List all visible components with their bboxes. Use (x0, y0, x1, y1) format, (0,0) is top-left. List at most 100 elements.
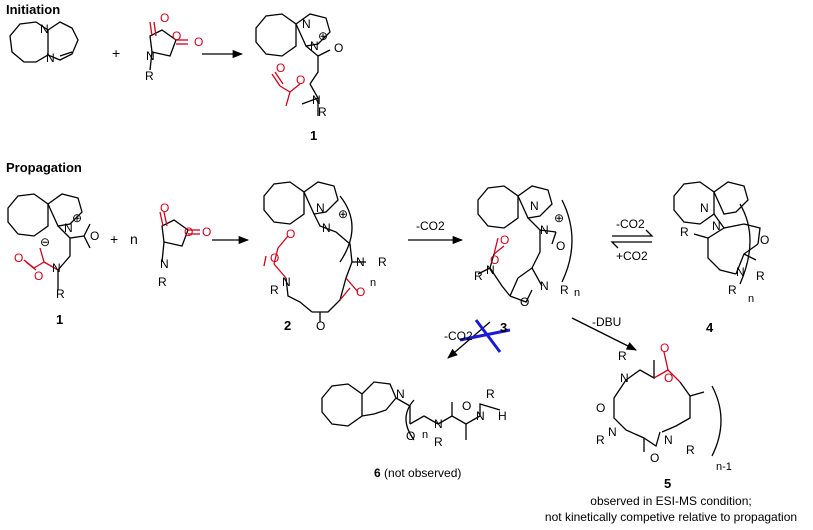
atom-r: R (145, 69, 154, 83)
atom-o: O (660, 341, 669, 355)
atom-o: O (276, 61, 285, 75)
atom-n: N (64, 221, 73, 235)
atom-n: N (608, 425, 617, 439)
atom-r: R (434, 435, 443, 449)
atom-r: R (728, 283, 737, 297)
condition-minus-co2-blocked: -CO2 (444, 329, 473, 343)
atom-n: N (530, 199, 539, 213)
atom-r: R (158, 275, 167, 289)
n-subscript: n (422, 429, 428, 441)
atom-n: N (434, 417, 443, 431)
atom-n: N (712, 219, 721, 233)
atom-r: R (318, 105, 327, 119)
atom-o: O (316, 319, 325, 333)
atom-n: N (312, 93, 321, 107)
atom-r: R (680, 225, 689, 239)
footnote-line-1: observed in ESI-MS condition; (590, 494, 752, 508)
atom-o: O (664, 371, 673, 385)
atom-n: N (736, 265, 745, 279)
equilibrium-arrows (610, 229, 654, 249)
atom-r: R (756, 269, 765, 283)
atom-o: O (462, 399, 471, 413)
atom-o: O (596, 401, 605, 415)
atom-o: O (334, 41, 343, 55)
compound-label-3: 3 (500, 320, 508, 335)
atom-n: N (310, 39, 319, 53)
atom-o: O (650, 451, 659, 465)
atom-n: N (356, 255, 365, 269)
atom-r: R (474, 269, 483, 283)
atom-o: O (270, 251, 279, 265)
footnote-line-2: not kinetically competive relative to pr… (544, 510, 798, 524)
atom-o: O (520, 295, 529, 309)
atom-o: O (286, 227, 295, 241)
compound-3 (477, 185, 573, 303)
atom-r: R (56, 287, 65, 301)
atom-n: N (160, 257, 169, 271)
repeat-subscripts: n n n n n-1 (370, 277, 754, 473)
atom-o: O (194, 35, 203, 49)
atom-n: N (302, 17, 311, 31)
atom-n: N (322, 221, 331, 235)
compound-5 (613, 351, 722, 457)
atom-r: R (686, 443, 695, 457)
compound-label-2: 2 (284, 318, 292, 333)
atom-n: N (40, 22, 49, 36)
atom-r: R (618, 349, 627, 363)
compound-label-1: 1 (56, 312, 64, 327)
compound-label-6: 6 (not observed) (374, 466, 461, 480)
condition-minus-co2: -CO2 (416, 219, 445, 233)
n-subscript: n (574, 287, 580, 299)
atom-o: O (556, 239, 565, 253)
plus-sign: + (112, 45, 120, 61)
atom-n: N (52, 261, 61, 275)
atom-n: N (540, 279, 549, 293)
atom-n: N (700, 201, 709, 215)
minus-charge: ⊖ (40, 235, 50, 249)
propagation-heading: Propagation (6, 160, 82, 175)
compound-6-number: 6 (374, 466, 381, 480)
dbu-loss-arrow (571, 317, 637, 351)
atom-n: N (476, 409, 485, 423)
atom-o: O (160, 201, 169, 215)
plus-charge: ⊕ (318, 29, 328, 43)
initiation-heading: Initiation (6, 2, 61, 17)
atom-o: O (500, 233, 509, 247)
n-multiplier: n (130, 231, 138, 247)
compound-1-top (255, 13, 331, 116)
atom-labels: N N O O O N R N N ⊕ O O N R O N ⊕ ⊖ O N … (14, 11, 769, 465)
atom-n: N (146, 49, 155, 63)
compound-4 (673, 181, 761, 285)
atom-n: N (664, 433, 673, 447)
atom-n: N (316, 201, 325, 215)
nca-molecule-propagation (159, 211, 200, 263)
condition-minus-dbu: -DBU (592, 315, 621, 329)
atom-n: N (620, 371, 629, 385)
atom-r: R (486, 387, 495, 401)
atom-r: R (560, 283, 569, 297)
compound-label-5: 5 (664, 476, 672, 491)
atom-n: N (486, 263, 495, 277)
atom-o: O (34, 269, 43, 283)
dbu-molecule (9, 21, 79, 63)
atom-o: O (760, 233, 769, 247)
compound-2 (263, 181, 366, 322)
compound-label-4: 4 (706, 320, 714, 335)
atom-n: N (46, 51, 55, 65)
condition-plus-co2: +CO2 (616, 249, 648, 263)
n-subscript: n (370, 277, 376, 289)
compound-label-1: 1 (310, 128, 318, 143)
atom-o: O (490, 253, 499, 267)
plus-charge: ⊕ (338, 207, 348, 221)
atom-r: R (378, 255, 387, 269)
n-minus-1-subscript: n-1 (716, 461, 732, 473)
plus-sign: + (110, 231, 118, 247)
atom-o: O (406, 429, 415, 443)
atom-o: O (184, 225, 193, 239)
condition-minus-co2: -CO2 (616, 217, 645, 231)
plus-charge: ⊕ (72, 211, 82, 225)
n-subscript: n (748, 293, 754, 305)
blocked-cross-icon (459, 319, 511, 353)
plus-charge: ⊕ (554, 211, 564, 225)
atom-r: R (596, 433, 605, 447)
